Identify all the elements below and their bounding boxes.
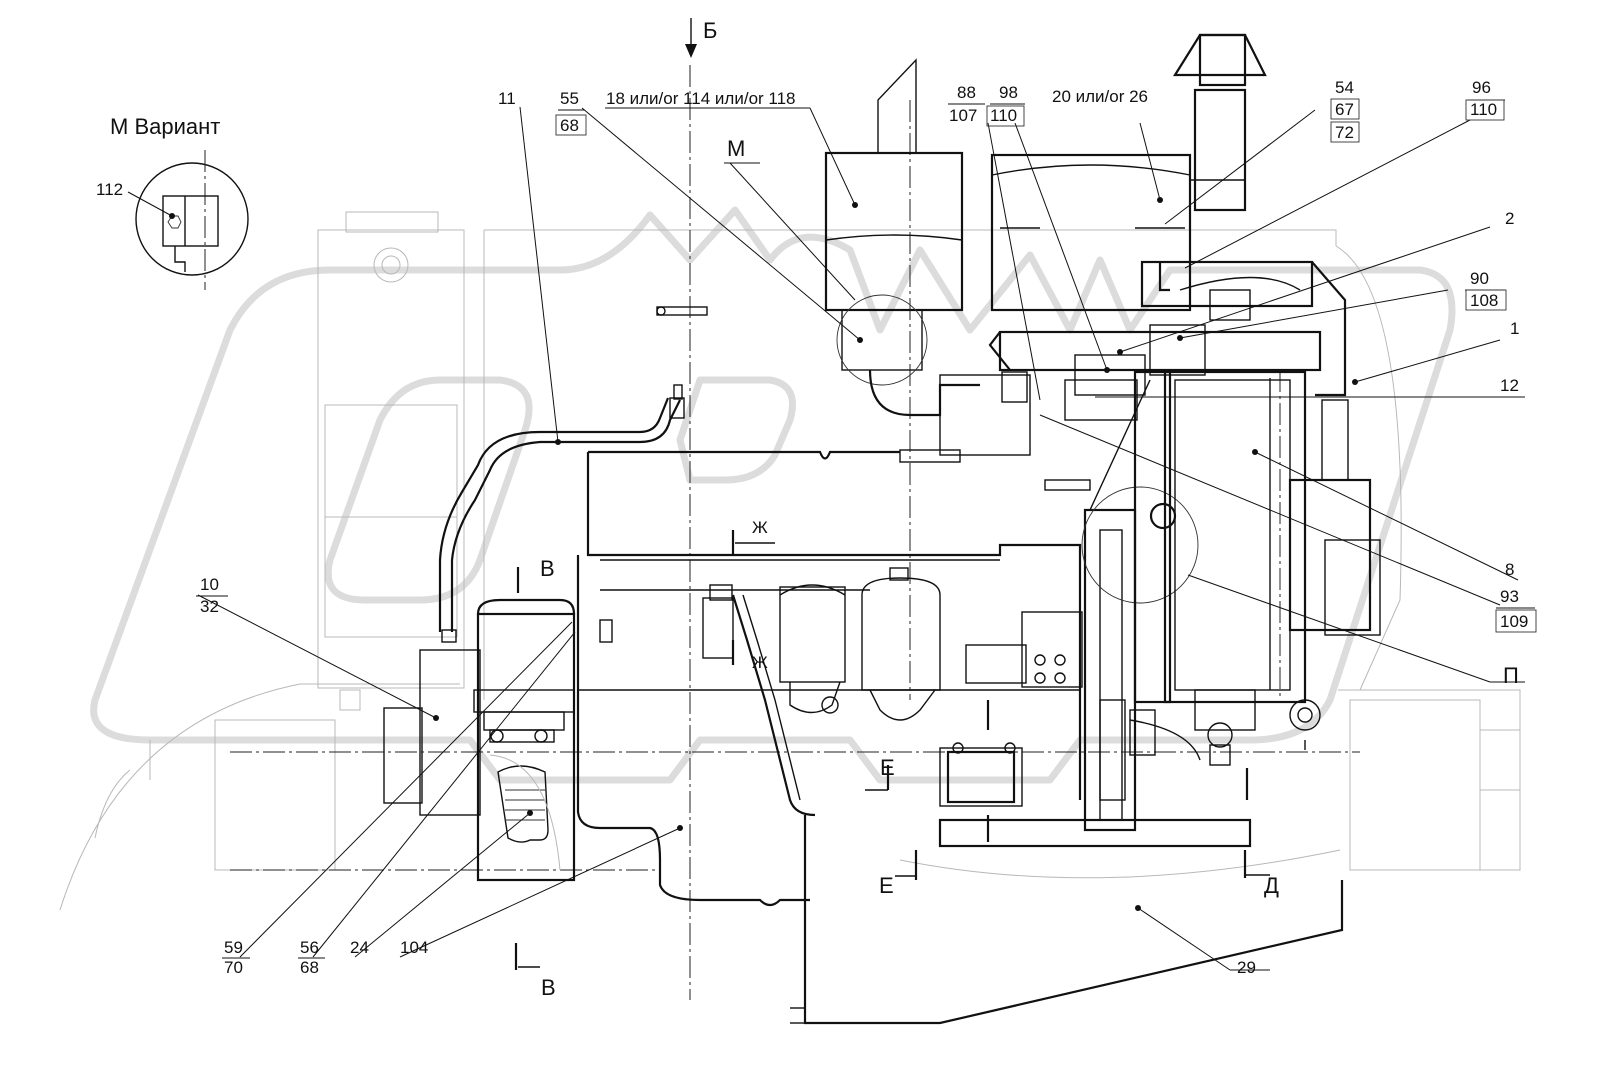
svg-text:Ж: Ж xyxy=(752,653,768,672)
fuel-filter-bracket xyxy=(599,584,816,817)
svg-text:Д: Д xyxy=(1264,873,1279,898)
view-m-letter: М xyxy=(727,136,745,161)
label-18: 18 или/or 114 или/or 118 xyxy=(606,89,796,108)
section-zh-2: Ж xyxy=(731,640,768,672)
bolts xyxy=(656,227,1185,491)
label-109: 109 xyxy=(1500,612,1528,631)
label-72: 72 xyxy=(1335,123,1354,142)
label-68b: 68 xyxy=(300,958,319,977)
label-104: 104 xyxy=(400,938,428,957)
centrifuge xyxy=(861,567,941,721)
label-8: 8 xyxy=(1505,560,1514,579)
air-cleaner-housing xyxy=(990,33,1267,312)
svg-text:Е: Е xyxy=(879,873,894,898)
section-d-1: Д xyxy=(1243,850,1279,898)
label-p: П xyxy=(1503,663,1519,688)
section-v-2: В xyxy=(514,943,556,1000)
label-110b: 110 xyxy=(1470,100,1497,119)
oil-sump xyxy=(790,815,1344,1025)
view-b-label: Б xyxy=(703,18,717,43)
svg-text:В: В xyxy=(540,556,555,581)
section-e-1: Е xyxy=(865,755,895,791)
section-e-2: Е xyxy=(879,850,918,898)
label-24: 24 xyxy=(350,938,369,957)
label-1: 1 xyxy=(1510,319,1519,338)
view-arrow-b: Б xyxy=(685,18,717,58)
label-12: 12 xyxy=(1500,376,1519,395)
oil-filter xyxy=(779,584,846,714)
section-zh-1: Ж xyxy=(731,518,775,555)
label-54: 54 xyxy=(1335,78,1354,97)
detail-m-variant: М Вариант 112 xyxy=(96,114,249,290)
pipe-11 xyxy=(438,384,685,643)
section-v-1: В xyxy=(516,556,555,593)
label-93: 93 xyxy=(1500,587,1519,606)
label-90: 90 xyxy=(1470,269,1489,288)
label-56: 56 xyxy=(300,938,319,957)
svg-text:Е: Е xyxy=(880,755,895,780)
background-structures xyxy=(59,211,1521,911)
label-110a: 110 xyxy=(990,106,1017,125)
radiator xyxy=(1133,370,1381,766)
label-88: 88 xyxy=(957,83,976,102)
frame-rail xyxy=(938,818,1252,848)
part-labels: 11 55 68 18 или/or 114 или/or 118 М 88 1… xyxy=(196,78,1537,977)
fan-pulley xyxy=(1081,486,1201,832)
label-112: 112 xyxy=(96,180,123,199)
compressor xyxy=(939,611,1083,807)
svg-text:Ж: Ж xyxy=(752,518,768,537)
label-32: 32 xyxy=(200,597,219,616)
label-70: 70 xyxy=(224,958,243,977)
label-11: 11 xyxy=(498,89,516,108)
leader-lines xyxy=(197,106,1525,971)
label-55: 55 xyxy=(560,89,579,108)
label-10: 10 xyxy=(200,575,219,594)
label-2: 2 xyxy=(1505,209,1514,228)
label-98: 98 xyxy=(999,83,1018,102)
label-107: 107 xyxy=(949,106,977,125)
label-20: 20 или/or 26 xyxy=(1052,87,1148,106)
air-cleaner-pipe xyxy=(824,58,1031,463)
label-67: 67 xyxy=(1335,100,1354,119)
clutch-housing xyxy=(383,598,576,882)
engine-block xyxy=(339,450,1082,907)
variant-title: М Вариант xyxy=(110,114,220,139)
coolant-pipes xyxy=(988,260,1349,511)
svg-text:В: В xyxy=(541,975,556,1000)
label-29: 29 xyxy=(1237,958,1256,977)
label-108: 108 xyxy=(1470,291,1498,310)
label-59: 59 xyxy=(224,938,243,957)
label-68a: 68 xyxy=(560,116,579,135)
leader-dots xyxy=(169,197,1358,911)
section-marks: Ж Ж В В Е Е Д xyxy=(514,518,1279,1000)
label-96: 96 xyxy=(1472,78,1491,97)
